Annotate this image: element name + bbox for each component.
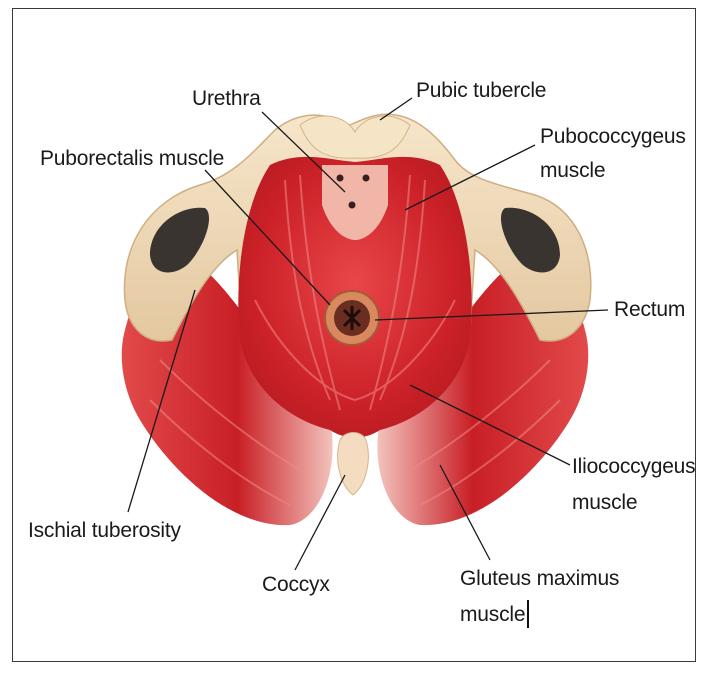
text-cursor	[527, 600, 529, 628]
urethra-opening	[337, 175, 344, 182]
label-gluteus-line1: Gluteus maximus	[460, 566, 619, 591]
label-coccyx: Coccyx	[262, 572, 330, 597]
label-pubic-tubercle: Pubic tubercle	[416, 78, 546, 103]
label-urethra: Urethra	[192, 86, 261, 111]
urethra-lower-opening	[349, 202, 356, 209]
label-pubococcygeus-line2: muscle	[540, 158, 605, 183]
vagina-opening	[363, 175, 370, 182]
label-iliococcygeus-line1: Iliococcygeus	[572, 454, 695, 479]
label-iliococcygeus-line2: muscle	[572, 490, 637, 515]
label-gluteus-line2: muscle	[460, 602, 525, 627]
label-rectum: Rectum	[614, 297, 685, 322]
label-ischial-tuberosity: Ischial tuberosity	[28, 518, 181, 543]
coccyx-shape	[338, 433, 369, 496]
label-pubococcygeus-line1: Pubococcygeus	[540, 124, 686, 149]
label-puborectalis-muscle: Puborectalis muscle	[40, 146, 224, 171]
